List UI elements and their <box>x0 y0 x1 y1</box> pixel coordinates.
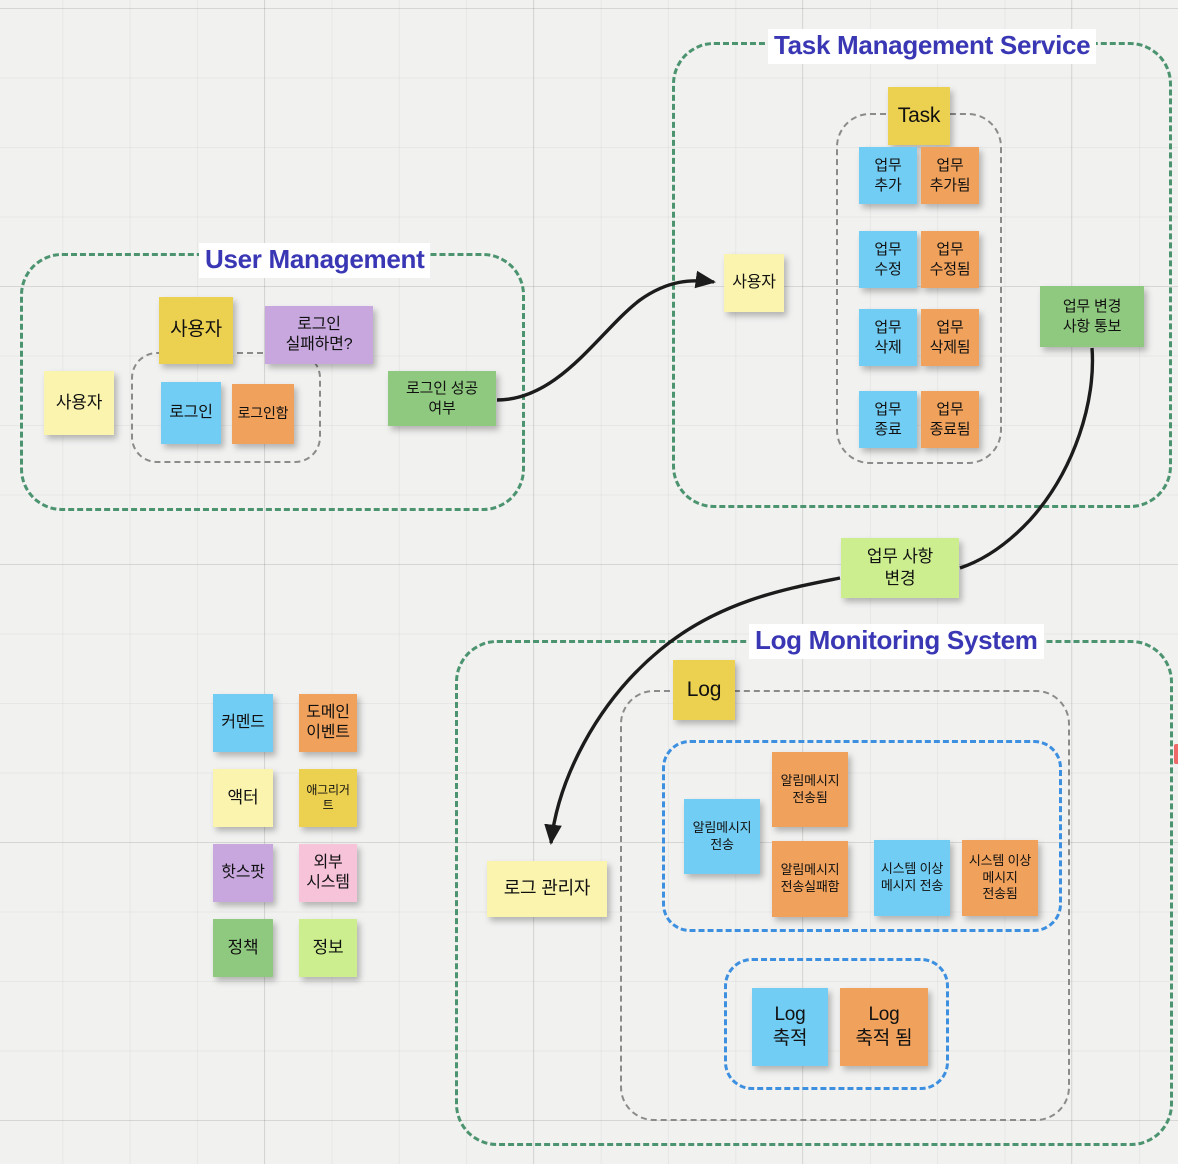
legend-item-aggregate: 애그리거트 <box>299 769 357 827</box>
legend-item-hotspot: 핫스팟 <box>213 844 273 902</box>
note-event-task-finished[interactable]: 업무 종료됨 <box>921 391 979 448</box>
note-actor-user-outside[interactable]: 사용자 <box>44 371 114 435</box>
note-event-task-edited[interactable]: 업무 수정됨 <box>921 231 979 288</box>
note-event-task-added[interactable]: 업무 추가됨 <box>921 147 979 204</box>
legend-item-policy: 정책 <box>213 919 273 977</box>
group-boundary-log-accumulation <box>724 958 949 1090</box>
note-command-task-delete[interactable]: 업무 삭제 <box>859 309 917 366</box>
legend-item-external-system: 외부 시스템 <box>299 844 357 902</box>
note-event-task-deleted[interactable]: 업무 삭제됨 <box>921 309 979 366</box>
note-command-task-edit[interactable]: 업무 수정 <box>859 231 917 288</box>
legend-item-information: 정보 <box>299 919 357 977</box>
note-command-task-finish[interactable]: 업무 종료 <box>859 391 917 448</box>
note-event-logged-in[interactable]: 로그인함 <box>232 384 294 444</box>
note-command-system-error-send[interactable]: 시스템 이상 메시지 전송 <box>874 840 950 916</box>
note-policy-login-success[interactable]: 로그인 성공 여부 <box>388 371 496 426</box>
note-aggregate-log[interactable]: Log <box>673 660 735 720</box>
note-actor-log-manager[interactable]: 로그 관리자 <box>487 861 607 917</box>
note-actor-user-task[interactable]: 사용자 <box>724 254 784 312</box>
note-event-system-error-sent[interactable]: 시스템 이상 메시지 전송됨 <box>962 840 1038 916</box>
note-aggregate-task[interactable]: Task <box>888 87 950 145</box>
note-event-log-accumulated[interactable]: Log 축적 됨 <box>840 988 928 1066</box>
note-command-alert-send[interactable]: 알림메시지 전송 <box>684 799 760 874</box>
legend-item-command: 커멘드 <box>213 694 273 752</box>
context-title-log-monitoring: Log Monitoring System <box>749 624 1044 659</box>
note-command-login[interactable]: 로그인 <box>161 382 221 444</box>
legend-item-domain-event: 도메인 이벤트 <box>299 694 357 752</box>
note-command-task-add[interactable]: 업무 추가 <box>859 147 917 204</box>
note-hotspot-login-failure[interactable]: 로그인 실패하면? <box>265 306 373 364</box>
note-command-log-accumulate[interactable]: Log 축적 <box>752 988 828 1066</box>
note-policy-task-change-notify[interactable]: 업무 변경 사항 통보 <box>1040 286 1144 347</box>
aggregate-boundary-log <box>620 690 1070 1121</box>
note-information-task-change[interactable]: 업무 사항 변경 <box>841 538 959 598</box>
note-event-alert-sent[interactable]: 알림메시지 전송됨 <box>772 752 848 827</box>
context-title-user-management: User Management <box>199 243 431 278</box>
note-aggregate-user[interactable]: 사용자 <box>159 297 233 364</box>
context-title-task-management: Task Management Service <box>768 29 1097 64</box>
edge-marker <box>1174 744 1178 764</box>
note-event-alert-send-failed[interactable]: 알림메시지 전송실패함 <box>772 841 848 917</box>
legend-item-actor: 액터 <box>213 769 273 827</box>
